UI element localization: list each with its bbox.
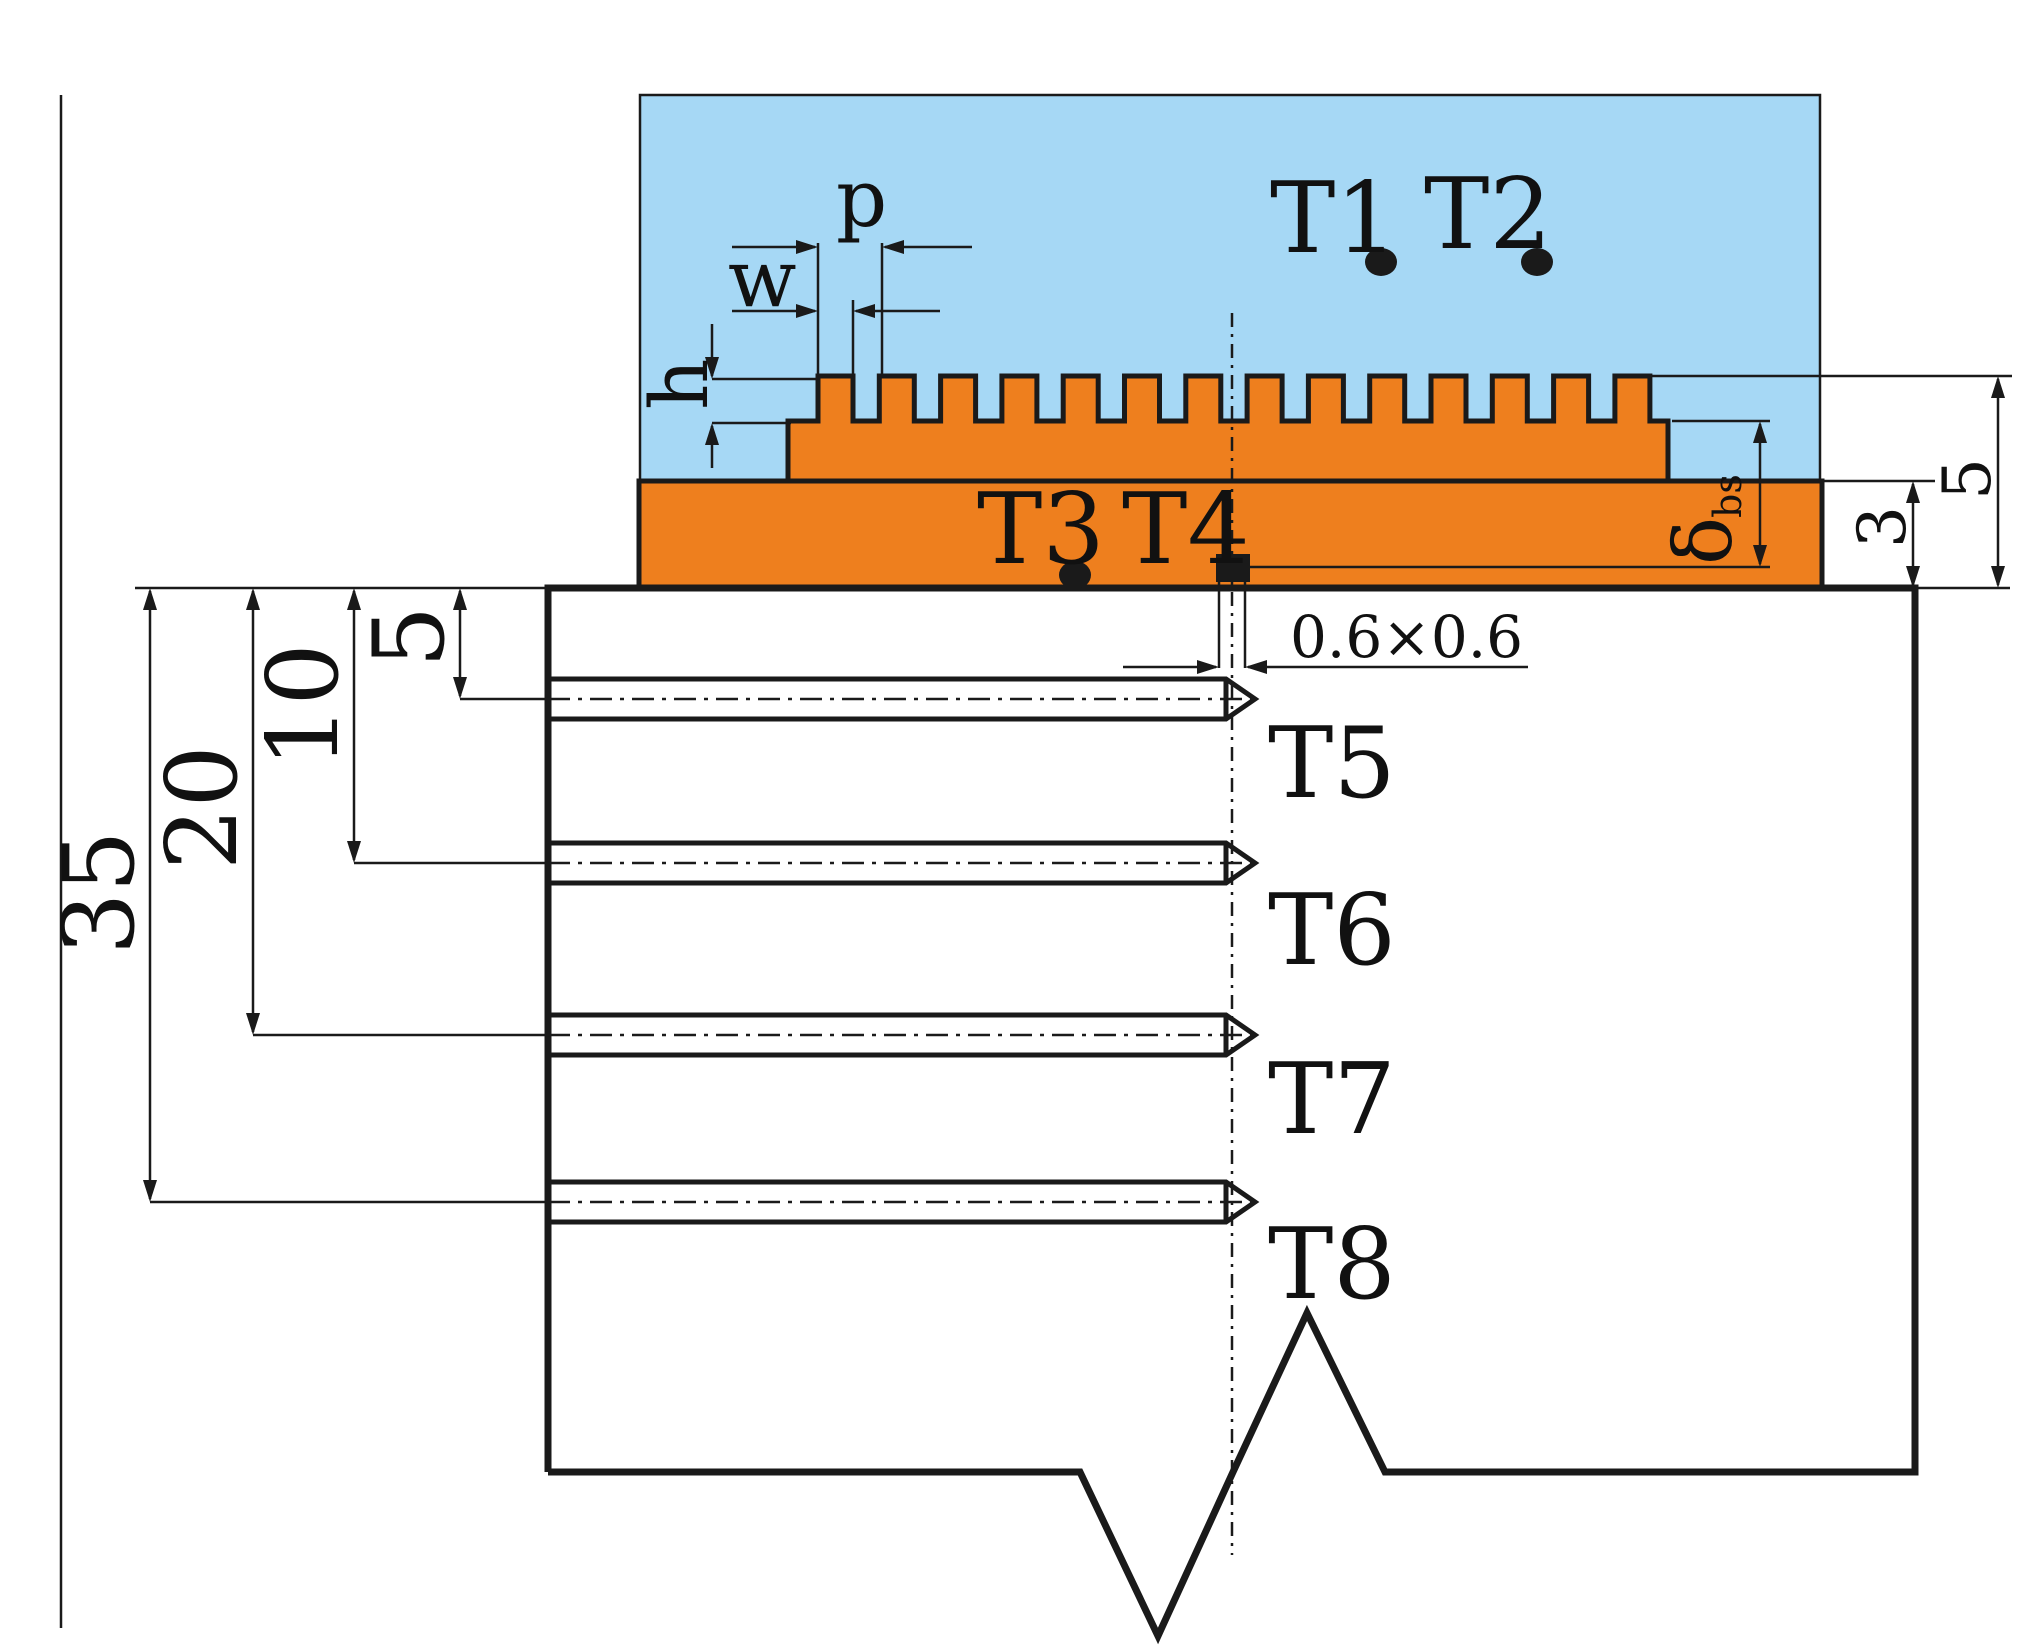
heater-block (544, 584, 1919, 1645)
dimension-delta-bs (1249, 419, 1770, 569)
depth-dimensions (135, 586, 548, 1204)
dimension-3 (1822, 479, 2010, 590)
label-t3: T3 (977, 473, 1105, 587)
label-depth-20: 20 (146, 745, 260, 870)
label-t8: T8 (1268, 1208, 1396, 1322)
label-dim-hole: 0.6×0.6 (1290, 603, 1523, 671)
label-delta-bs: δ bs (1657, 474, 1750, 565)
label-dim-3: 3 (1844, 506, 1921, 548)
thermocouple-t2-point (1521, 248, 1553, 276)
dimension-h (705, 324, 818, 468)
dimension-p (732, 240, 972, 378)
label-depth-35: 35 (43, 830, 157, 955)
dimension-top-5 (1645, 374, 2012, 588)
thermocouple-hole-t7 (548, 1012, 1262, 1058)
label-t5: T5 (1268, 707, 1396, 821)
thermocouple-t3-point (1059, 561, 1091, 589)
label-h: h (633, 358, 726, 410)
label-t2: T2 (1424, 158, 1552, 272)
t4-channel (1216, 554, 1250, 668)
thermocouple-holes (548, 676, 1262, 1225)
label-p: p (836, 152, 887, 245)
svg-text:δ: δ (1657, 517, 1750, 565)
dimension-hole-size (1123, 660, 1528, 674)
label-depth-5: 5 (353, 606, 467, 668)
label-t6: T6 (1268, 874, 1396, 988)
label-t4: T4 (1122, 473, 1250, 587)
copper-finned-block (785, 373, 1671, 484)
label-depth-10: 10 (247, 643, 361, 768)
thermocouple-hole-t8 (548, 1179, 1262, 1225)
thermocouple-hole-t6 (548, 840, 1262, 886)
label-t1: T1 (1270, 162, 1398, 276)
label-t7: T7 (1268, 1043, 1396, 1157)
thermocouple-hole-t5 (548, 676, 1262, 722)
label-w: w (728, 232, 796, 325)
label-dim-top-5: 5 (1929, 458, 2006, 500)
thermocouple-t1-point (1365, 248, 1397, 276)
svg-text:bs: bs (1706, 474, 1750, 518)
dimension-w (732, 300, 940, 378)
